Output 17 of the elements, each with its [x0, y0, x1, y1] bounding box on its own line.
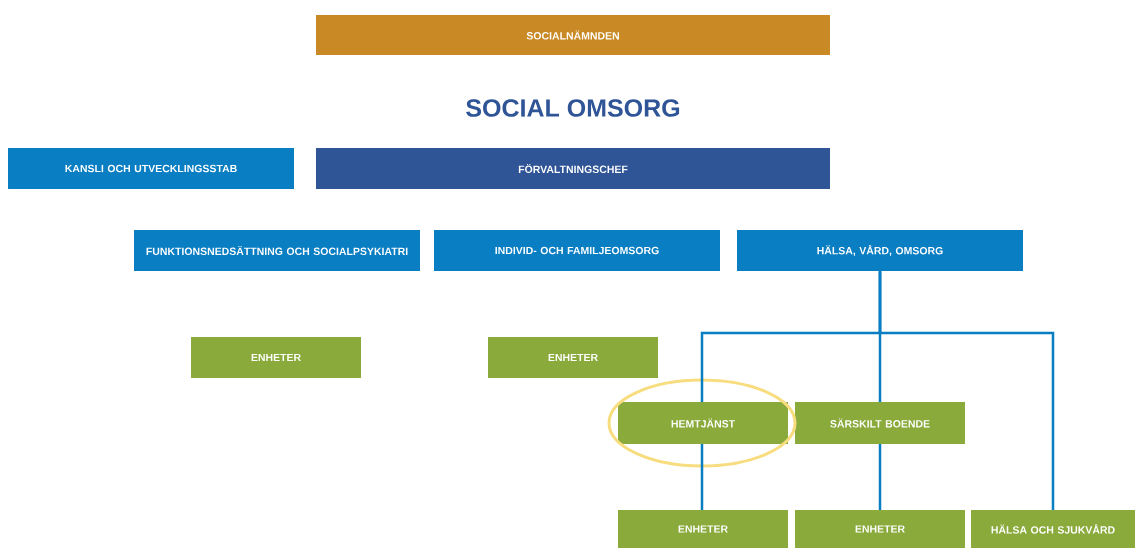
unit-box: HÄLSA OCH SJUKVÅRD	[971, 510, 1135, 548]
unit-box: ENHETER	[191, 337, 361, 378]
staff-box: KANSLI OCH UTVECKLINGSSTAB	[8, 148, 294, 189]
connector-line	[878, 271, 1055, 510]
unit-box: ENHETER	[488, 337, 658, 378]
department-box: FUNKTIONSNEDSÄTTNING OCH SOCIALPSYKIATRI	[134, 230, 420, 271]
unit-box: ENHETER	[795, 510, 965, 548]
connector-line	[878, 444, 882, 510]
title: SOCIAL OMSORG	[466, 99, 680, 117]
connector-line	[700, 444, 704, 510]
unit-box: SÄRSKILT BOENDE	[795, 402, 965, 444]
unit-box: HEMTJÄNST	[618, 402, 788, 444]
unit-box: ENHETER	[618, 510, 788, 548]
head-box: FÖRVALTNINGSCHEF	[316, 148, 830, 189]
department-box: HÄLSA, VÅRD, OMSORG	[737, 230, 1023, 271]
board-box: SOCIALNÄMNDEN	[316, 15, 830, 55]
department-box: INDIVID- OCH FAMILJEOMSORG	[434, 230, 720, 271]
